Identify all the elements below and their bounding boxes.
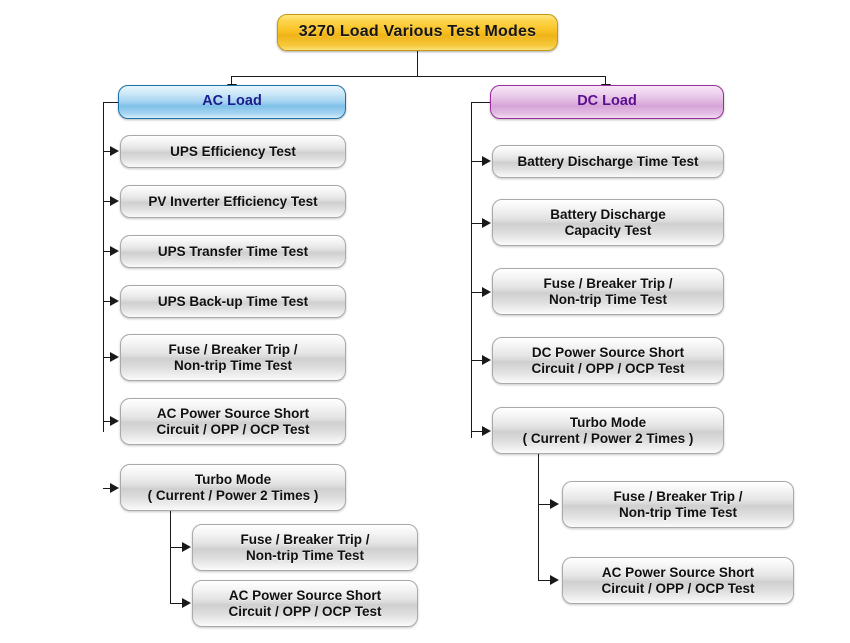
connector-dc-item-1 bbox=[471, 161, 484, 163]
connector-root-to-dc bbox=[605, 76, 607, 85]
arrow-right-icon-ac-5 bbox=[110, 352, 119, 362]
dc-item-battery-discharge-capacity-test[interactable]: Battery Discharge Capacity Test bbox=[492, 199, 724, 246]
dc-item-fuse-breaker-trip-non-trip-time-test[interactable]: Fuse / Breaker Trip / Non-trip Time Test bbox=[492, 268, 724, 315]
connector-ac-turbo-child-1 bbox=[170, 547, 184, 549]
connector-dc-header-tap bbox=[471, 102, 491, 104]
connector-dc-turbo-spine bbox=[538, 454, 540, 581]
ac-item-ups-transfer-time-test[interactable]: UPS Transfer Time Test bbox=[120, 235, 346, 268]
connector-ac-spine bbox=[103, 102, 105, 432]
dc-turbo-child-ac-power-source-short-circuit-opp-ocp-test[interactable]: AC Power Source Short Circuit / OPP / OC… bbox=[562, 557, 794, 604]
ac-turbo-child-ac-power-source-short-circuit-opp-ocp-test[interactable]: AC Power Source Short Circuit / OPP / OC… bbox=[192, 580, 418, 627]
connector-ac-item-5 bbox=[103, 357, 112, 359]
connector-ac-item-4 bbox=[103, 301, 112, 303]
connector-ac-turbo-child-2 bbox=[170, 603, 184, 605]
ac-item-ac-power-source-short-circuit-opp-ocp-test[interactable]: AC Power Source Short Circuit / OPP / OC… bbox=[120, 398, 346, 445]
dc-turbo-child-fuse-breaker-trip-non-trip-time-test[interactable]: Fuse / Breaker Trip / Non-trip Time Test bbox=[562, 481, 794, 528]
connector-ac-turbo-spine bbox=[170, 511, 172, 604]
ac-item-turbo-mode[interactable]: Turbo Mode ( Current / Power 2 Times ) bbox=[120, 464, 346, 511]
connector-root-stem bbox=[417, 51, 419, 77]
arrow-right-icon-ac-turbo-1 bbox=[182, 542, 191, 552]
connector-root-split-bar bbox=[231, 76, 606, 78]
connector-ac-item-3 bbox=[103, 251, 112, 253]
arrow-right-icon-ac-4 bbox=[110, 296, 119, 306]
arrow-right-icon-ac-turbo-2 bbox=[182, 598, 191, 608]
connector-dc-item-5 bbox=[471, 431, 484, 433]
branch-header-dc-load[interactable]: DC Load bbox=[490, 85, 724, 119]
arrow-right-icon-dc-5 bbox=[482, 426, 491, 436]
branch-header-ac-load[interactable]: AC Load bbox=[118, 85, 346, 119]
connector-dc-turbo-child-1 bbox=[538, 504, 552, 506]
arrow-right-icon-ac-1 bbox=[110, 146, 119, 156]
ac-item-pv-inverter-efficiency-test[interactable]: PV Inverter Efficiency Test bbox=[120, 185, 346, 218]
dc-item-dc-power-source-short-circuit-opp-ocp-test[interactable]: DC Power Source Short Circuit / OPP / OC… bbox=[492, 337, 724, 384]
ac-item-fuse-breaker-trip-non-trip-time-test[interactable]: Fuse / Breaker Trip / Non-trip Time Test bbox=[120, 334, 346, 381]
connector-root-to-ac bbox=[231, 76, 233, 85]
connector-dc-item-2 bbox=[471, 223, 484, 225]
dc-item-turbo-mode[interactable]: Turbo Mode ( Current / Power 2 Times ) bbox=[492, 407, 724, 454]
connector-dc-item-3 bbox=[471, 292, 484, 294]
arrow-right-icon-dc-2 bbox=[482, 218, 491, 228]
arrow-right-icon-ac-2 bbox=[110, 196, 119, 206]
arrow-right-icon-dc-3 bbox=[482, 287, 491, 297]
connector-ac-item-7 bbox=[103, 488, 112, 490]
connector-dc-turbo-child-2 bbox=[538, 580, 552, 582]
connector-dc-item-4 bbox=[471, 360, 484, 362]
arrow-right-icon-dc-1 bbox=[482, 156, 491, 166]
connector-ac-header-tap bbox=[103, 102, 119, 104]
arrow-right-icon-ac-3 bbox=[110, 246, 119, 256]
ac-item-ups-backup-time-test[interactable]: UPS Back-up Time Test bbox=[120, 285, 346, 318]
arrow-right-icon-dc-turbo-2 bbox=[550, 575, 559, 585]
ac-turbo-child-fuse-breaker-trip-non-trip-time-test[interactable]: Fuse / Breaker Trip / Non-trip Time Test bbox=[192, 524, 418, 571]
root-node-3270-load-various-test-modes[interactable]: 3270 Load Various Test Modes bbox=[277, 14, 558, 51]
connector-dc-spine bbox=[471, 102, 473, 438]
connector-ac-item-1 bbox=[103, 151, 112, 153]
connector-ac-item-2 bbox=[103, 201, 112, 203]
arrow-right-icon-ac-6 bbox=[110, 416, 119, 426]
arrow-right-icon-ac-7 bbox=[110, 483, 119, 493]
ac-item-ups-efficiency-test[interactable]: UPS Efficiency Test bbox=[120, 135, 346, 168]
arrow-right-icon-dc-4 bbox=[482, 355, 491, 365]
connector-ac-item-6 bbox=[103, 421, 112, 423]
dc-item-battery-discharge-time-test[interactable]: Battery Discharge Time Test bbox=[492, 145, 724, 178]
arrow-right-icon-dc-turbo-1 bbox=[550, 499, 559, 509]
